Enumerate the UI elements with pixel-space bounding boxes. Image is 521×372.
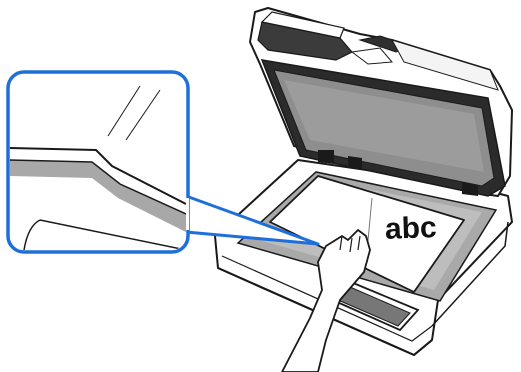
document-text: abc	[384, 211, 437, 246]
